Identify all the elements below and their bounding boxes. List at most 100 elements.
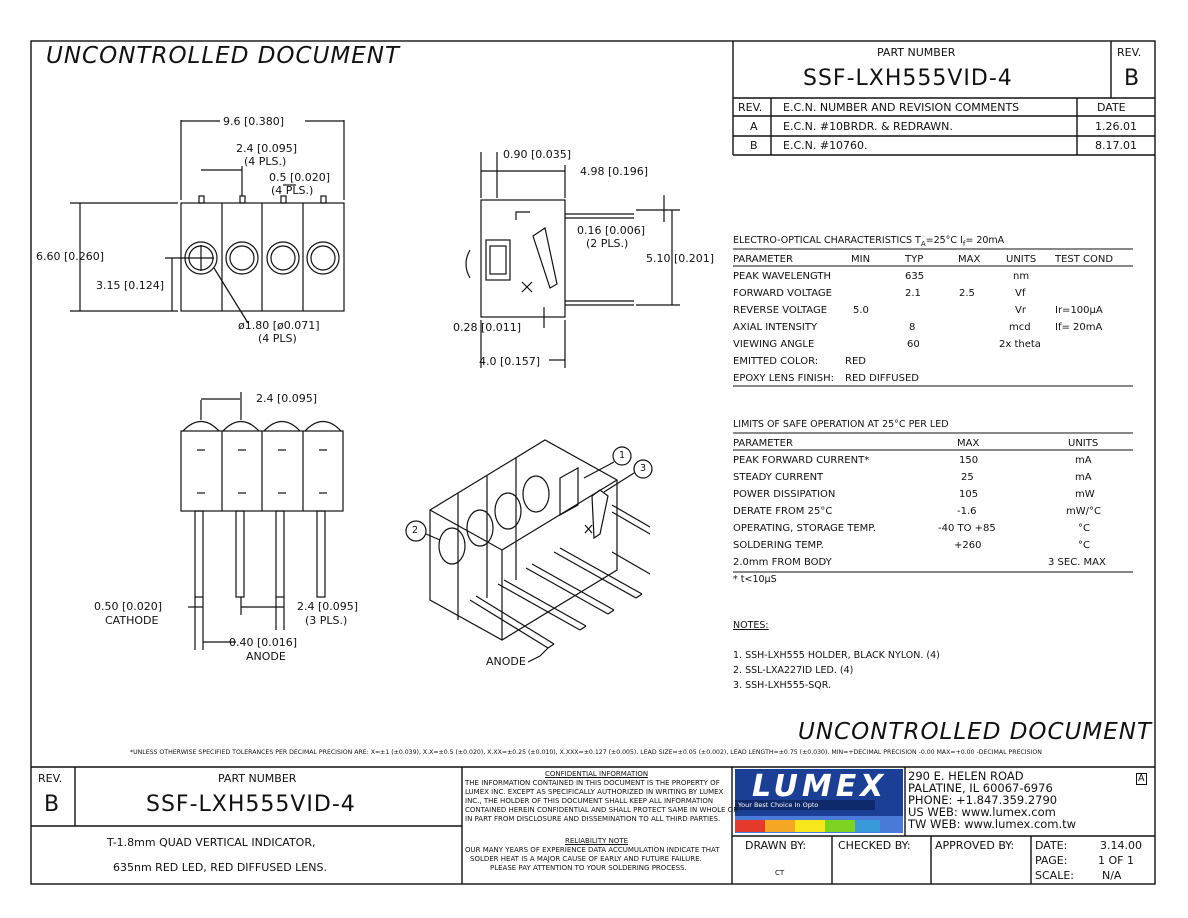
dim-label: (4 PLS.) — [244, 155, 287, 168]
tb-part-number: SSF-LXH555VID-4 — [146, 792, 356, 817]
tolerance-note: *UNLESS OTHERWISE SPECIFIED TOLERANCES P… — [130, 749, 1042, 756]
drawn-by-label: DRAWN BY: — [745, 839, 807, 852]
eo-h-max: MAX — [958, 254, 981, 265]
scale-label: SCALE: — [1035, 869, 1074, 882]
date-label: DATE: — [1035, 839, 1068, 852]
uncontrolled-stamp-bottom: UNCONTROLLED DOCUMENT — [798, 719, 1153, 745]
notes-title: NOTES: — [733, 620, 769, 631]
dim-label: 2.4 [0.095] — [236, 142, 298, 155]
eo-h-param: PARAMETER — [733, 254, 793, 265]
limits-row: STEADY CURRENT 25 mA — [733, 472, 1092, 483]
eo-row: AXIAL INTENSITY 8 mcd If= 20mA — [733, 322, 1103, 333]
dim-label: (4 PLS.) — [271, 184, 314, 197]
note-item: 3. SSH-LXH555-SQR. — [733, 680, 832, 691]
reliability-line: PLEASE PAY ATTENTION TO YOUR SOLDERING P… — [490, 864, 687, 872]
dim-label: ANODE — [246, 650, 286, 663]
approved-by-label: APPROVED BY: — [935, 839, 1015, 852]
header-part-number-label: PART NUMBER — [877, 46, 956, 59]
dim-label: 0.16 [0.006] — [577, 224, 646, 237]
confidential-line: IN PART FROM DISCLOSURE AND DISSEMINATIO… — [465, 815, 721, 823]
dim-label: 0.40 [0.016] — [229, 636, 298, 649]
size-code: A — [1136, 773, 1147, 785]
eo-h-test: TEST COND — [1055, 254, 1114, 265]
header-part-number: SSF-LXH555VID-4 — [803, 66, 1013, 91]
eo-row: PEAK WAVELENGTH 635 nm — [733, 271, 1030, 282]
dim-label: 0.28 [0.011] — [453, 321, 522, 334]
lumex-logo: LUMEX — [752, 769, 888, 804]
rev-col-header: REV. — [738, 101, 763, 114]
tb-description-line2: 635nm RED LED, RED DIFFUSED LENS. — [113, 861, 327, 874]
limits-row: OPERATING, STORAGE TEMP. -40 TO +85 °C — [733, 523, 1090, 534]
dim-label: (4 PLS) — [258, 332, 297, 345]
tb-part-number-label: PART NUMBER — [218, 772, 297, 785]
dim-label: ø1.80 [ø0.071] — [238, 319, 320, 332]
confidential-line: THE INFORMATION CONTAINED IN THIS DOCUME… — [465, 779, 720, 787]
reliability-title: RELIABILITY NOTE — [565, 837, 629, 845]
dim-label: 0.90 [0.035] — [503, 148, 572, 161]
eo-row: VIEWING ANGLE 60 2x theta — [733, 339, 1041, 350]
header-rev: B — [1124, 66, 1141, 91]
eo-h-min: MIN — [851, 254, 871, 265]
tb-description-line1: T-1.8mm QUAD VERTICAL INDICATOR, — [107, 836, 316, 849]
dim-label: 6.60 [0.260] — [36, 250, 105, 263]
callout-1: 1 — [619, 450, 626, 461]
limits-row: PEAK FORWARD CURRENT* 150 mA — [733, 455, 1092, 466]
tb-rev-label: REV. — [38, 772, 63, 785]
address-line: TW WEB: www.lumex.com.tw — [908, 817, 1077, 831]
reliability-line: SOLDER HEAT IS A MAJOR CAUSE OF EARLY AN… — [470, 855, 702, 863]
header-rev-label: REV. — [1117, 46, 1142, 59]
dim-label: 9.6 [0.380] — [223, 115, 285, 128]
rev-row-b-comment: E.C.N. #10760. — [783, 139, 868, 152]
limits-header-row: PARAMETER MAX UNITS — [733, 438, 1099, 449]
limits-row: SOLDERING TEMP. +260 °C — [733, 540, 1090, 551]
checked-by-label: CHECKED BY: — [838, 839, 911, 852]
limits-title: LIMITS OF SAFE OPERATION AT 25°C PER LED — [733, 419, 949, 430]
confidential-line: CONTAINED HEREIN CONFIDENTIAL AND SHALL … — [465, 806, 739, 814]
date-col-header: DATE — [1097, 101, 1126, 114]
eo-h-units: UNITS — [1006, 254, 1037, 265]
drawn-by-value: CT — [775, 869, 785, 877]
lumex-logo-art — [735, 769, 903, 833]
rev-row-a-comment: E.C.N. #10BRDR. & REDRAWN. — [783, 120, 953, 133]
dim-label: 5.10 [0.201] — [646, 252, 715, 265]
rev-row-b-rev: B — [750, 139, 758, 152]
rev-row-a-rev: A — [750, 120, 758, 133]
anode-iso-label: ANODE — [486, 655, 526, 668]
eo-header-row: PARAMETER MIN TYP MAX UNITS TEST COND — [733, 252, 1133, 269]
callout-2: 2 — [412, 525, 419, 536]
date-value: 3.14.00 — [1100, 839, 1142, 852]
eo-row: FORWARD VOLTAGE 2.1 2.5 Vf — [733, 288, 1026, 299]
limits-table: PARAMETER MAX UNITS PEAK FORWARD CURRENT… — [733, 436, 1133, 586]
dim-label: 3.15 [0.124] — [96, 279, 165, 292]
callout-3: 3 — [640, 463, 647, 474]
limits-footnote: * t<10µS — [733, 574, 777, 585]
confidential-line: INC., THE HOLDER OF THIS DOCUMENT SHALL … — [465, 797, 714, 805]
dim-label: (2 PLS.) — [586, 237, 629, 250]
dim-label: (3 PLS.) — [305, 614, 348, 627]
address-line: 290 E. HELEN ROAD — [908, 769, 1024, 783]
side-view-drawing — [465, 152, 680, 368]
note-item: 2. SSL-LXA227ID LED. (4) — [733, 665, 854, 676]
pin-view-drawing — [180, 392, 344, 650]
isometric-drawing — [405, 439, 653, 663]
comment-col-header: E.C.N. NUMBER AND REVISION COMMENTS — [783, 101, 1020, 114]
rev-row-b-date: 8.17.01 — [1095, 139, 1137, 152]
front-view-drawing — [70, 120, 345, 324]
eo-title: ELECTRO-OPTICAL CHARACTERISTICS TA=25°C … — [733, 235, 1005, 248]
eo-h-typ: TYP — [905, 254, 924, 265]
limits-row: POWER DISSIPATION 105 mW — [733, 489, 1095, 500]
dim-label: 4.98 [0.196] — [580, 165, 649, 178]
dim-label: 4.0 [0.157] — [479, 355, 541, 368]
rev-row-a-date: 1.26.01 — [1095, 120, 1137, 133]
eo-lens-row: EPOXY LENS FINISH: RED DIFFUSED — [733, 373, 919, 384]
dim-label: 2.4 [0.095] — [256, 392, 318, 405]
eo-emitted-color-row: EMITTED COLOR: RED — [733, 356, 866, 367]
confidential-line: LUMEX INC. EXCEPT AS SPECIFICALLY AUTHOR… — [465, 788, 724, 796]
tb-rev: B — [44, 792, 61, 817]
limits-row: DERATE FROM 25°C -1.6 mW/°C — [733, 506, 1101, 517]
page-value: 1 OF 1 — [1098, 854, 1134, 867]
note-item: 1. SSH-LXH555 HOLDER, BLACK NYLON. (4) — [733, 650, 940, 661]
reliability-line: OUR MANY YEARS OF EXPERIENCE DATA ACCUMU… — [465, 846, 720, 854]
uncontrolled-stamp-top: UNCONTROLLED DOCUMENT — [46, 43, 401, 69]
